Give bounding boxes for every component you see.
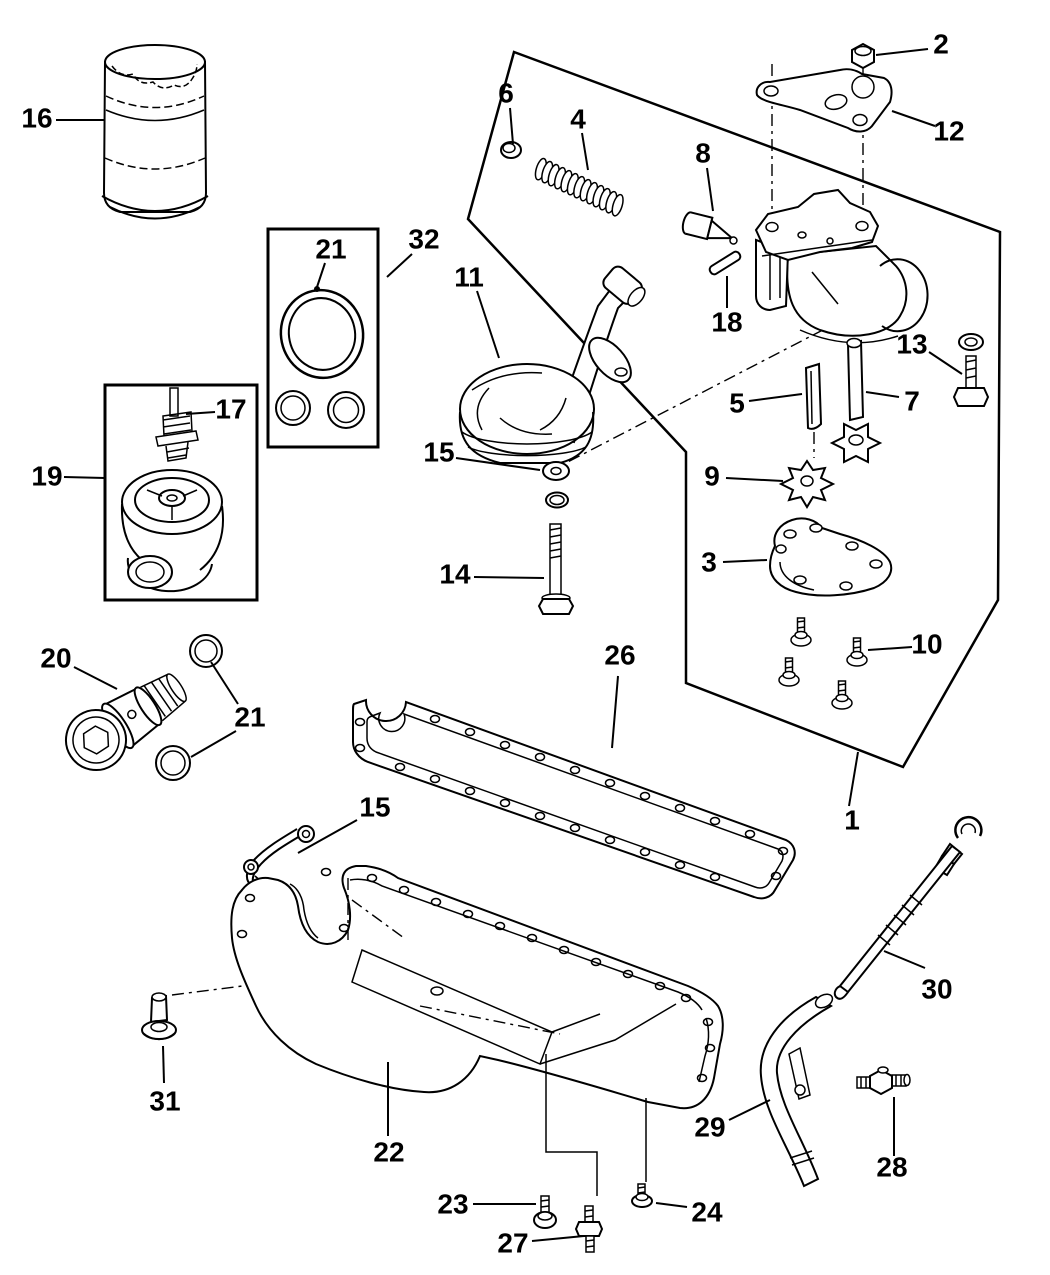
callout-1: 1 [844, 805, 860, 836]
pickup-bolt [537, 523, 575, 615]
fitting-o-rings [155, 634, 223, 781]
callout-22: 22 [373, 1137, 404, 1168]
callout-28: 28 [876, 1152, 907, 1183]
callout-23: 23 [437, 1189, 468, 1220]
dipstick [833, 815, 983, 1000]
callout-26: 26 [604, 640, 635, 671]
retainer-clip [243, 825, 315, 888]
callout-10: 10 [911, 629, 942, 660]
relief-valve-spring [534, 157, 624, 217]
callout-7: 7 [904, 386, 920, 417]
drain-plug [141, 992, 177, 1041]
pan-bolt [533, 1195, 557, 1229]
callout-29: 29 [694, 1112, 725, 1143]
callout-15-washer: 15 [423, 437, 454, 468]
oil-pickup-tube [458, 265, 646, 464]
mounting-nut [851, 42, 875, 70]
callout-13: 13 [896, 329, 927, 360]
callout-9: 9 [704, 461, 720, 492]
oil-filter-adapter [120, 469, 224, 593]
pump-shaft-short [804, 362, 823, 430]
washer-and-bolt [952, 333, 990, 407]
callout-32: 32 [408, 224, 439, 255]
pump-cover-plate [768, 517, 893, 597]
callout-6: 6 [498, 78, 514, 109]
relief-valve-plug [500, 141, 522, 159]
callout-31: 31 [149, 1086, 180, 1117]
callout-21-orings: 21 [234, 702, 265, 733]
callout-16: 16 [21, 103, 52, 134]
oil-line-fitting [65, 673, 187, 771]
callout-2: 2 [933, 29, 949, 60]
callout-17: 17 [215, 394, 246, 425]
callout-19: 19 [31, 461, 62, 492]
callout-30: 30 [921, 974, 952, 1005]
tube-fitting [856, 1066, 911, 1096]
oil-filter [101, 44, 209, 220]
callout-21-kit: 21 [315, 234, 346, 265]
pump-assembly-panel-outline [466, 50, 1002, 769]
oil-pan [230, 865, 724, 1110]
relief-valve-plunger [681, 211, 738, 245]
cover-bolts [778, 617, 868, 710]
callout-20: 20 [40, 643, 71, 674]
callout-27: 27 [497, 1228, 528, 1259]
callout-8: 8 [695, 138, 711, 169]
pickup-washers [542, 461, 570, 509]
oil-filter-adapter-box [103, 383, 259, 602]
seal-kit-box [266, 227, 380, 449]
oil-pump-body [754, 188, 929, 344]
callout-24: 24 [691, 1197, 723, 1228]
callout-4: 4 [570, 104, 586, 135]
callout-14: 14 [439, 559, 471, 590]
callouts: 16 21 32 17 19 6 4 8 2 12 18 13 5 7 9 3 [21, 29, 964, 1259]
callout-15-clip: 15 [359, 792, 390, 823]
dipstick-tube [759, 993, 834, 1188]
pan-stud [574, 1205, 604, 1253]
callout-11: 11 [454, 262, 484, 293]
pan-bolt-small [631, 1183, 653, 1208]
pump-shaft-with-gear [829, 337, 883, 464]
callout-3: 3 [701, 547, 717, 578]
callout-18: 18 [711, 307, 742, 338]
oil-pressure-sensor [155, 387, 199, 462]
callout-12: 12 [933, 116, 964, 147]
pan-bolt-link-lines [545, 1054, 647, 1196]
pump-drive-gear [778, 459, 836, 509]
callout-5: 5 [729, 388, 745, 419]
dowel-pin [708, 250, 742, 276]
oil-pan-gasket [352, 698, 796, 900]
support-bracket [755, 68, 893, 133]
